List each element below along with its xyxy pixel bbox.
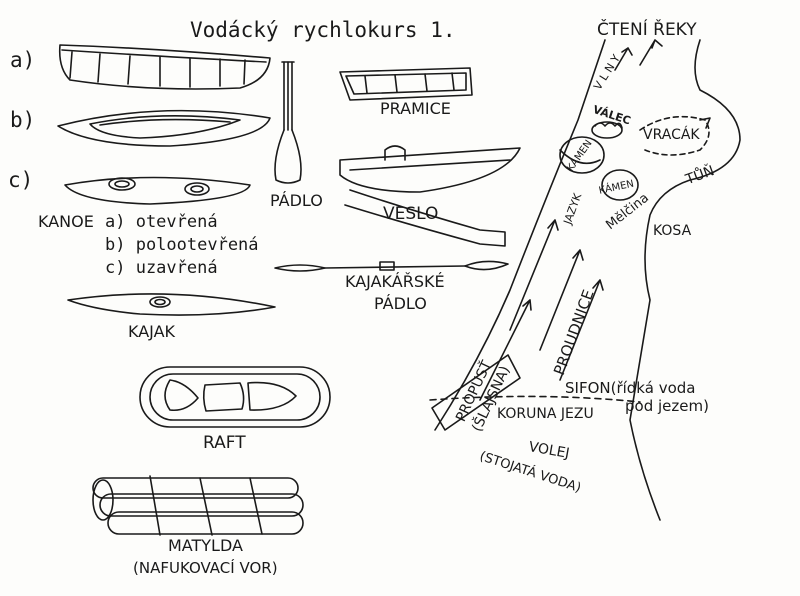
page-title: Vodácký rychlokurs 1. [190,20,456,41]
kanoe-line-b: b) polootevřená [105,237,259,254]
kayak-drawing [68,294,275,315]
sifon-label-1: SIFON(řídká voda [565,381,695,396]
marker-b: b) [10,110,35,131]
kajakarske-label-2: PÁDLO [374,296,427,312]
raft-drawing [140,367,330,427]
canoe-half-open-drawing [58,111,270,146]
sifon-label-2: pod jezem) [625,399,709,414]
kajakarske-label-1: KAJAKÁŘSKÉ [345,274,445,290]
river-drawing [430,40,740,520]
kanoe-line-c: c) uzavřená [105,260,218,277]
marker-c: c) [8,170,33,191]
paddle-drawing [275,62,301,183]
raft-label: RAFT [203,435,246,452]
matylda-subtitle: (NAFUKOVACÍ VOR) [133,561,278,576]
padlo-label: PÁDLO [270,193,323,209]
river-heading: ČTENÍ ŘEKY [597,22,697,39]
canoe-open-drawing [60,45,270,89]
pramice-label: PRAMICE [380,101,451,117]
pramice-drawing [340,68,472,100]
kajak-label: KAJAK [128,324,175,340]
kanoe-label: KANOE [38,214,94,230]
canoe-closed-drawing [65,178,250,205]
matylda-label: MATYLDA [168,538,243,554]
koruna-label: KORUNA JEZU [497,407,594,421]
kosa-label: KOSA [653,224,691,238]
marker-a: a) [10,50,35,71]
veslo-label: VESLO [383,206,438,223]
kayak-paddle-drawing [275,261,508,271]
kanoe-line-a: a) otevřená [105,214,218,231]
vracak-label: VRACÁK [643,128,700,142]
matylda-drawing [93,476,303,535]
oar-boat-drawing [340,146,520,246]
